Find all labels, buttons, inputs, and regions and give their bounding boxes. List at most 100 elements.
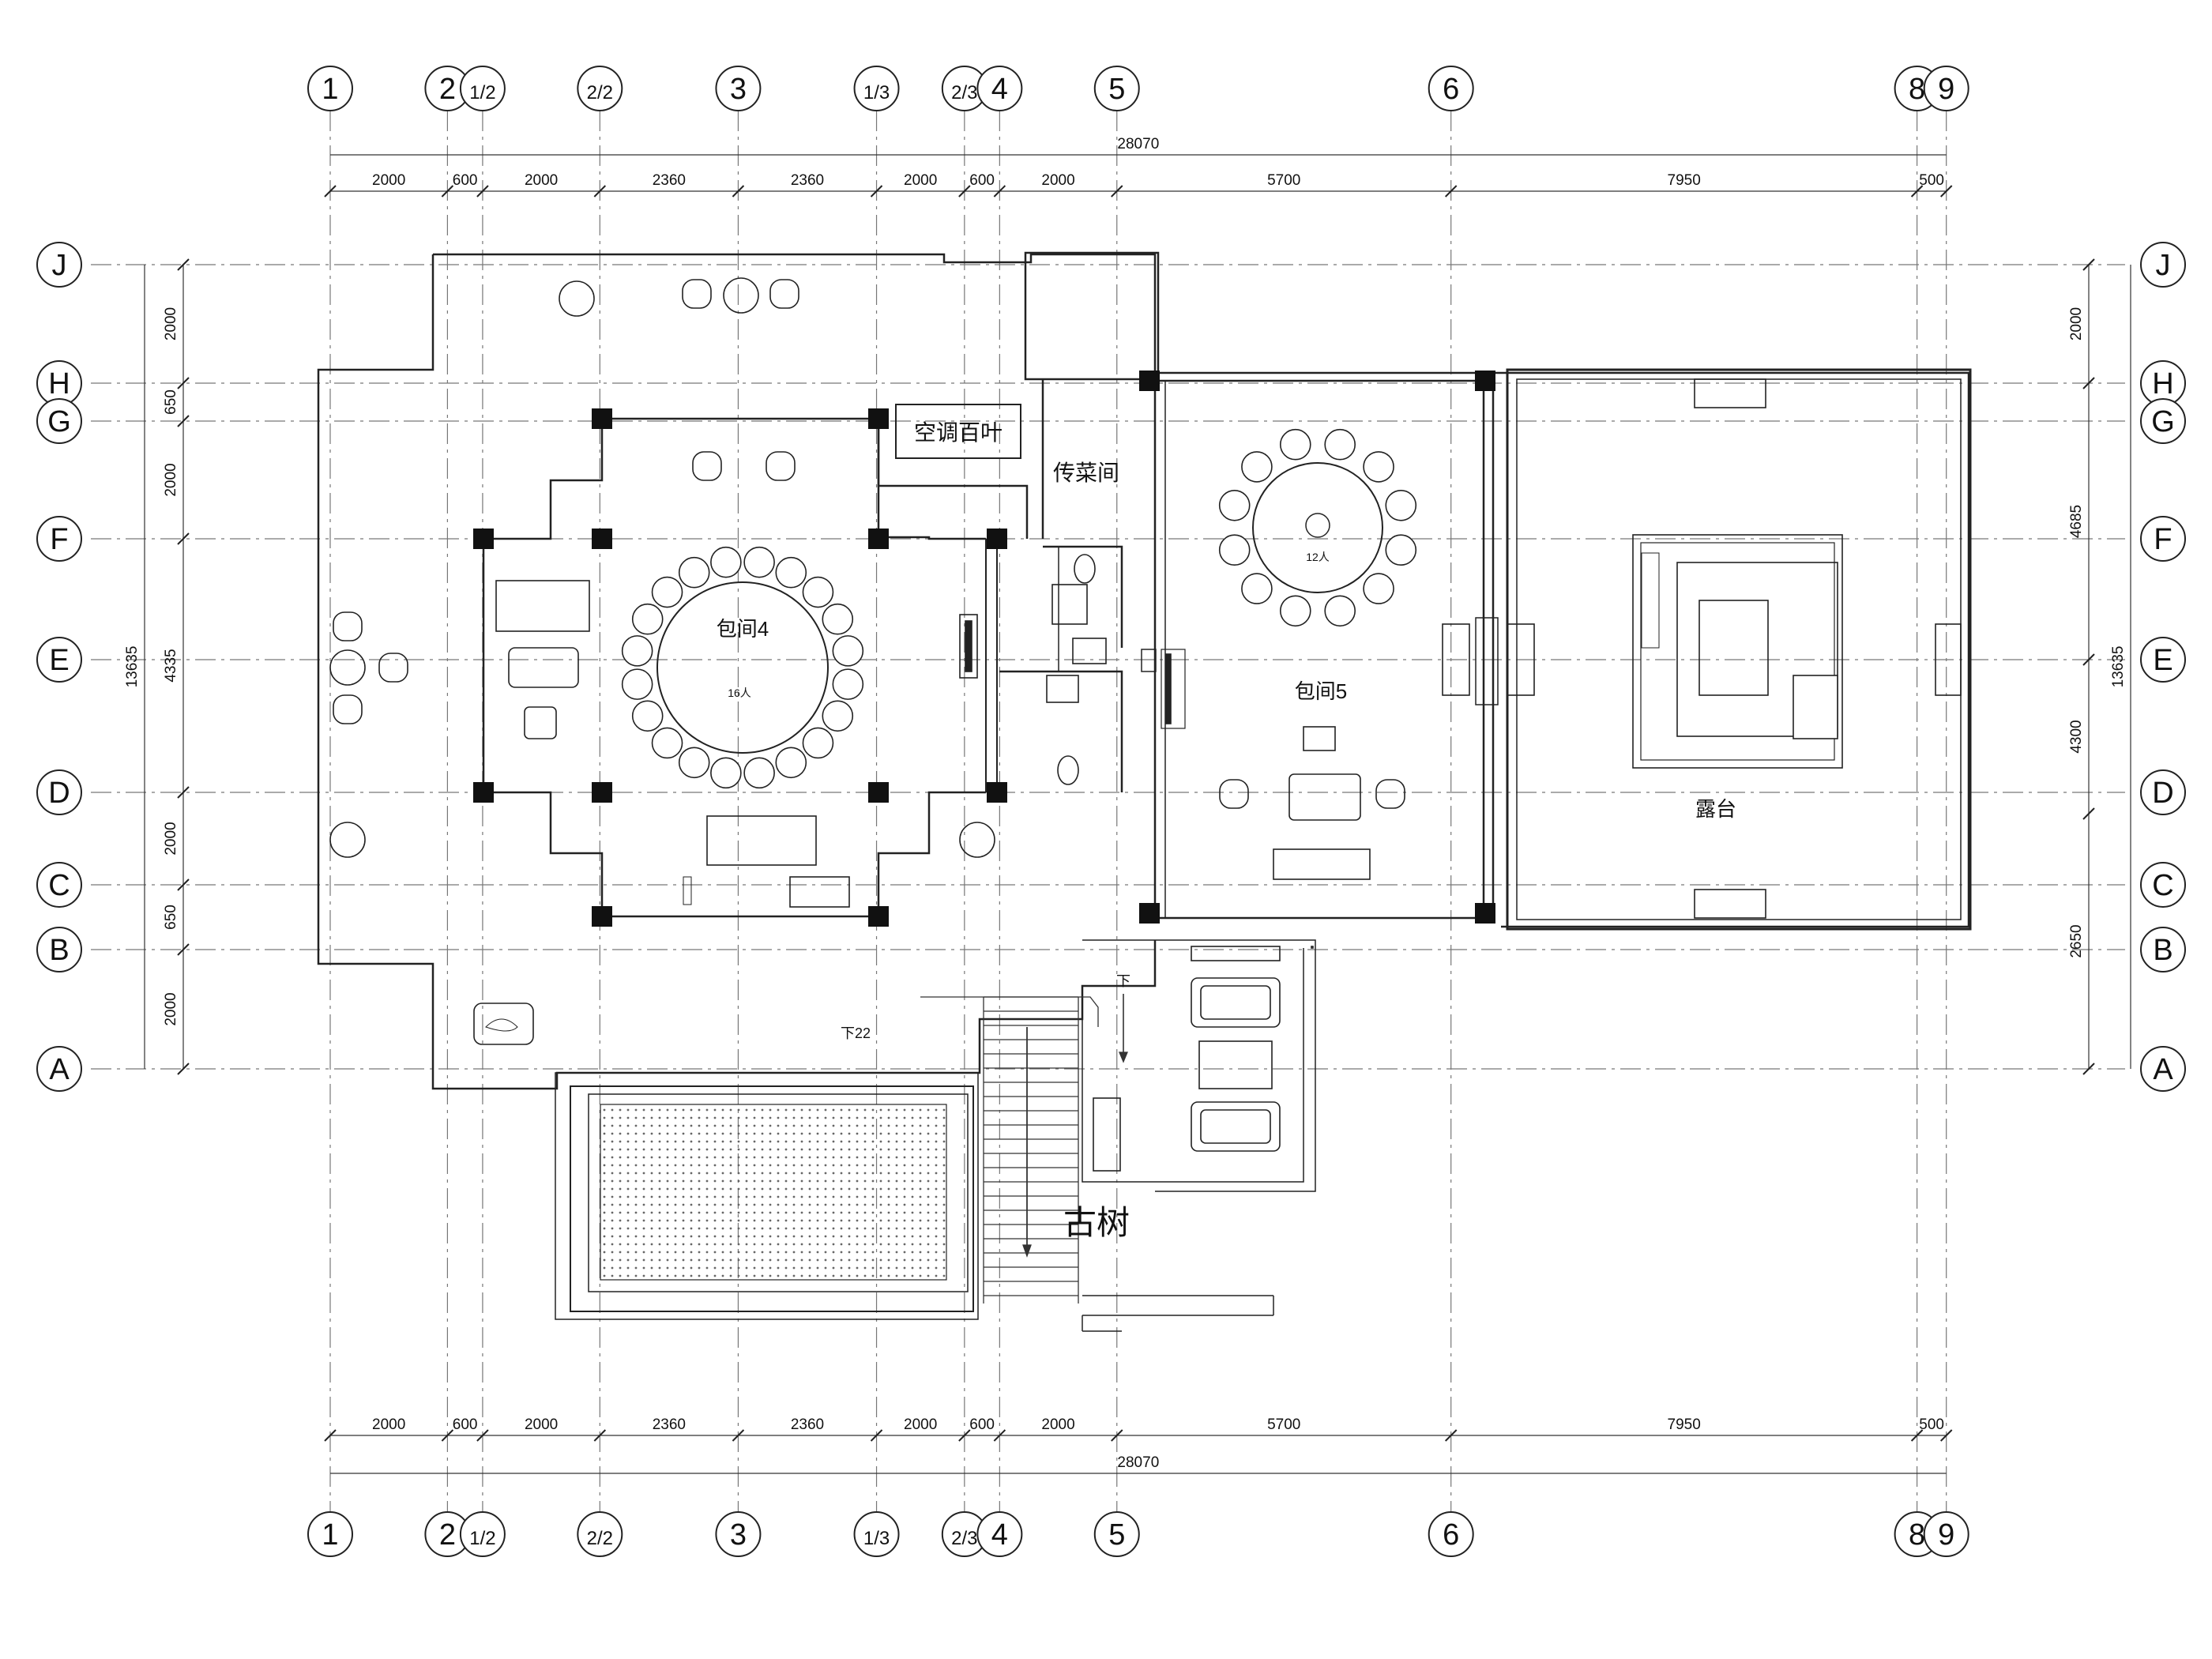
staircase [920,994,1128,1304]
grid-row-label: E [2153,644,2172,677]
grid-bubble-row: D [2140,769,2186,815]
grid-col-label: 4 [991,1518,1008,1552]
grid-row-label: A [2153,1053,2173,1086]
grid-row-label: D [48,777,70,810]
dim-label-h: 2000 [525,1416,558,1433]
grid-row-label: H [48,367,70,401]
grid-bubble-col: 3 [715,1511,762,1557]
grid-row-label: B [2153,934,2172,967]
chair [678,747,710,779]
grid-col-label: 6 [1443,1518,1459,1552]
column-block [1475,903,1495,924]
chair [710,757,742,789]
grid-col-label: 1/3 [863,1528,890,1549]
grid-bubble-row: H [2140,360,2186,406]
column-block [1139,903,1160,924]
column-block [987,782,1007,803]
chair [1241,573,1273,604]
grid-col-label: 9 [1938,73,1954,106]
dim-label-h: 2000 [1041,1416,1074,1433]
side-table [329,649,366,686]
grid-bubble-row: G [36,398,82,444]
dim-label-v: 2650 [2068,924,2085,957]
chair [651,727,683,759]
dim-label-h: 2000 [904,172,937,189]
dim-total-h: 28070 [1117,1454,1159,1471]
grid-col-label: 3 [730,1518,747,1552]
dim-label-h: 600 [453,172,478,189]
grid-bubble-col: 1/2 [459,1511,506,1557]
chair [1363,451,1394,483]
chair [775,747,807,779]
grid-bubble-col: 1 [307,1511,353,1557]
grid-bubble-col: 2/2 [577,66,623,111]
room4-label: 包间4 [717,617,769,641]
grid-row-label: J [2156,249,2171,282]
column-block [868,782,889,803]
old-tree-label: 古树 [1063,1204,1130,1241]
grid-col-label: 2/3 [951,1528,977,1549]
grid-bubble-col: 4 [976,1511,1023,1557]
grid-bubble-col: 2/2 [577,1511,623,1557]
terrace-label: 露台 [1695,797,1736,821]
grid-bubble-col: 9 [1923,1511,1969,1557]
dim-total-v: 13635 [2110,646,2127,688]
grid-bubble-row: C [36,862,82,908]
chair [1375,779,1405,809]
grid-bubble-row: A [2140,1046,2186,1092]
dimension-lines: 28070 2000 600 2000 2360 2360 2000 600 2000 5700 7… [124,136,2131,1474]
grid-col-label: 1 [322,73,338,106]
room4-capacity: 16人 [728,687,751,699]
chair [682,279,712,309]
dim-label-v: 650 [163,389,179,415]
dim-label-h: 500 [1919,1416,1944,1433]
chair [743,546,775,578]
grid-col-label: 1/3 [863,82,890,103]
chair [621,635,653,667]
grid-col-label: 4 [991,73,1008,106]
dim-label-h: 2360 [791,172,824,189]
grid-bubble-row: A [36,1046,82,1092]
grid-bubble-row: C [2140,862,2186,908]
chair [802,727,834,759]
dim-label-h: 5700 [1267,1416,1300,1433]
dim-label-h: 600 [969,172,995,189]
grid-bubble-col: 1/2 [459,66,506,111]
grid-row-label: J [52,249,67,282]
chair [1279,595,1311,627]
grid-bubble-col: 2/3 [941,1511,988,1557]
grid-bubble-col: 5 [1093,1511,1140,1557]
chair [678,556,710,589]
grid-col-label: 1/2 [469,1528,495,1549]
grid-bubble-row: E [2140,637,2186,683]
chair [822,603,854,635]
column-block [1139,371,1160,391]
grid-row-label: G [47,405,71,438]
grid-row-label: F [50,523,68,556]
grid-bubble-row: F [2140,516,2186,562]
grid-bubble-row: G [2140,398,2186,444]
chair [1385,534,1417,566]
chair [802,576,834,608]
dim-label-h: 600 [969,1416,995,1433]
column-block [592,906,612,927]
chair [378,653,408,683]
chair [832,668,864,700]
grid-row-label: D [2152,777,2173,810]
grid-bubble-col: 6 [1428,66,1474,111]
serving-room-label: 传菜间 [1053,461,1119,485]
grid-row-label: G [2151,405,2175,438]
chair [1218,489,1251,521]
dim-label-h: 2000 [372,1416,405,1433]
grid-bubble-row: E [36,637,82,683]
column-block [473,529,494,549]
round-table [621,546,864,789]
dim-label-h: 2360 [791,1416,824,1433]
dim-label-h: 7950 [1668,172,1701,189]
ac-louver-label: 空调百叶 [914,420,1003,445]
grid-col-label: 2 [439,1518,456,1552]
round-table [1218,428,1417,627]
grid-bubble-col: 4 [976,66,1023,111]
column-block [1475,371,1495,391]
